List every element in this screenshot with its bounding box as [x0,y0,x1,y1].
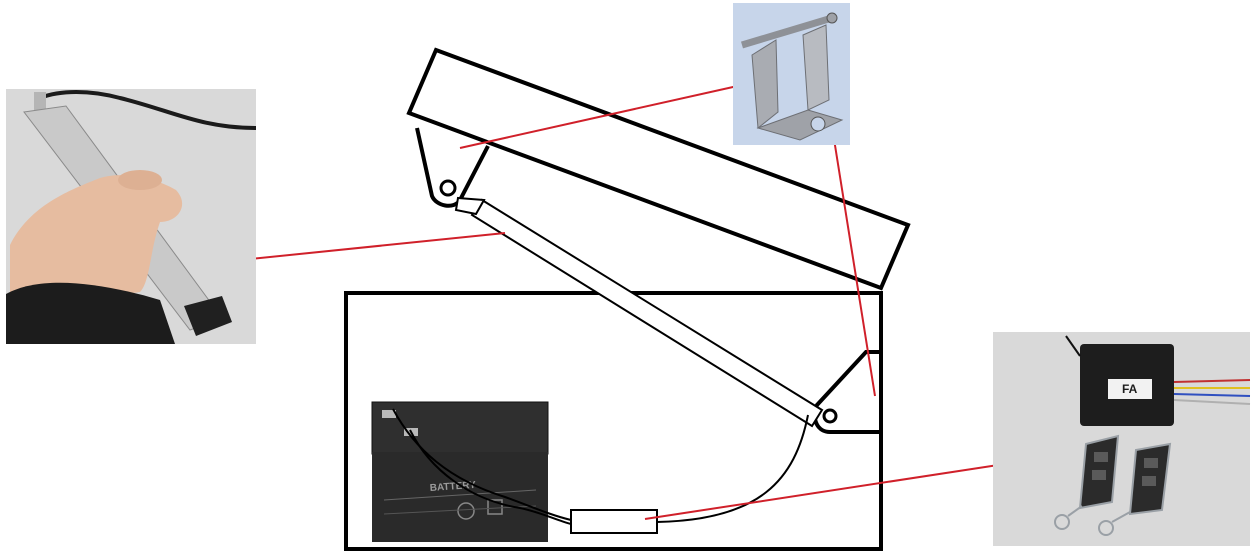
mounting-bracket-photo [733,3,850,145]
hand [10,175,183,300]
battery-terminal [382,410,396,418]
controller-box [570,509,658,534]
actuator-rod [454,196,486,216]
key-fob-left [1054,434,1120,530]
base-pivot-hole [822,408,838,424]
battery-warning-icon [487,499,503,515]
battery-label-line-2 [383,505,537,515]
actuator-cap [184,296,232,336]
actuator-body [470,198,824,428]
battery-label: BATTERY [429,480,476,494]
leader-bracket-to-base [833,138,876,397]
key-fob-right [1098,442,1172,536]
remote-receiver-photo: FA [993,332,1251,546]
sleeve [6,282,175,344]
controller-to-actuator-wire [656,414,809,523]
battery-to-controller-wire-2 [409,429,572,525]
battery-top [371,401,549,455]
battery-label-line [383,489,537,501]
thumb [118,170,162,190]
bracket-right-plate [802,24,830,111]
linear-actuator-photo [6,89,257,344]
leader-controller [644,457,1045,520]
base-bracket [812,350,879,434]
leader-bracket-to-lid [459,84,743,149]
rod-tip [34,92,46,110]
hinged-lid [406,47,911,291]
actuator-drawing [454,196,824,428]
battery-to-controller-wire [392,408,572,521]
leader-lines [181,84,1045,520]
bracket-base-hole [810,116,826,132]
bracket-left-plate [751,39,779,129]
cable [39,90,257,130]
bracket-pin [740,14,834,49]
battery: BATTERY [371,401,549,542]
battery-body [372,452,548,542]
battery-recycle-icon [457,502,475,520]
receiver-wires [1173,379,1251,405]
receiver-brand: FA [1122,382,1138,396]
lid-pivot-hole [439,179,457,197]
antenna-wire [1065,335,1081,357]
bracket-pin-end [826,12,838,24]
receiver-logo-plate [1108,379,1152,399]
